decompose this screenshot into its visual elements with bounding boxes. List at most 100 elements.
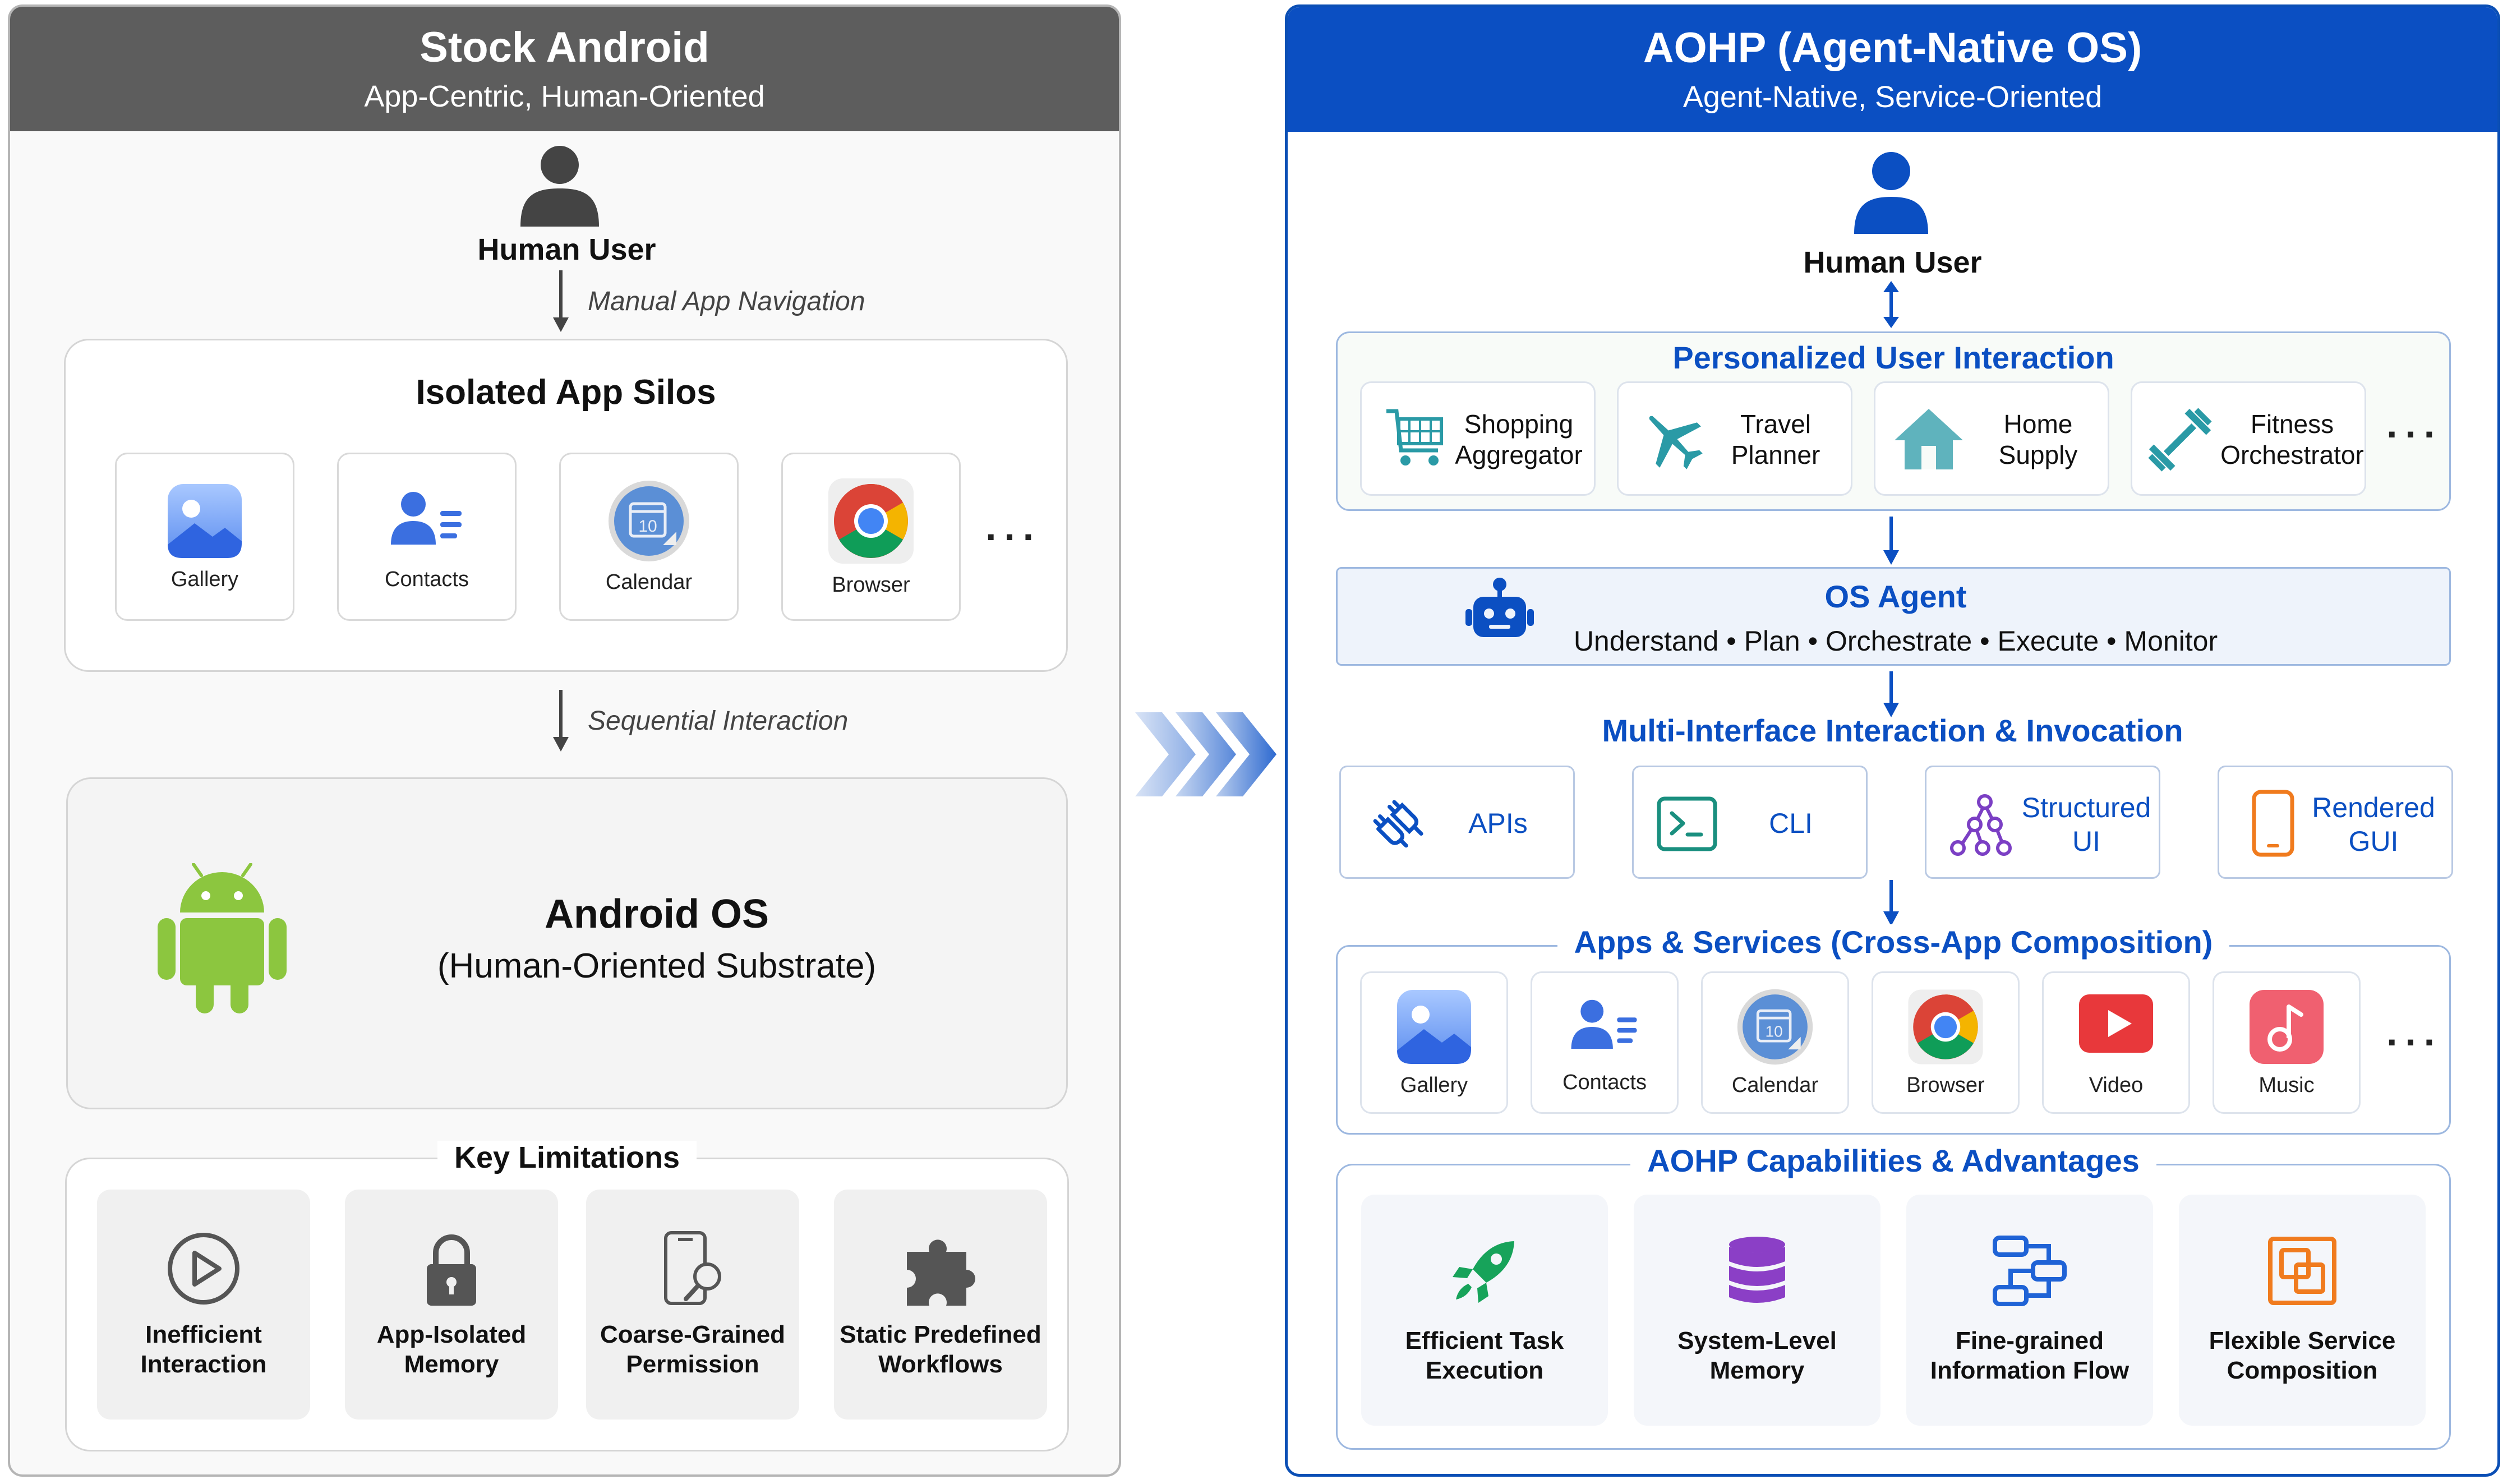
composition-icon xyxy=(2268,1237,2336,1306)
plug-icon xyxy=(1373,800,1423,848)
app-tile-browser[interactable]: Browser xyxy=(781,453,961,621)
app-label: Browser xyxy=(832,573,910,597)
interface-label-line1: Rendered xyxy=(2312,792,2435,823)
app-tile-browser[interactable]: Browser xyxy=(1872,971,2020,1114)
capability-label: Efficient Task Execution xyxy=(1405,1326,1564,1386)
capability-label: Flexible Service Composition xyxy=(2209,1326,2396,1386)
capability-label-line2: Composition xyxy=(2227,1357,2378,1384)
limitation-label: Inefficient Interaction xyxy=(141,1320,267,1380)
puzzle-icon xyxy=(907,1239,975,1306)
limitation-label-line2: Memory xyxy=(404,1351,499,1378)
phone-icon xyxy=(2252,790,2294,857)
service-label-line2: Aggregator xyxy=(1455,440,1583,470)
app-tile-gallery[interactable]: Gallery xyxy=(115,453,294,621)
multi-interface-title: Multi-Interface Interaction & Invocation xyxy=(1602,713,2183,748)
apps-services-box: Apps & Services (Cross-App Composition) … xyxy=(1336,924,2451,1135)
app-tile-video[interactable]: Video xyxy=(2042,971,2190,1114)
down-arrow-icon xyxy=(1883,671,1899,717)
interface-label-line2: UI xyxy=(2072,826,2100,857)
service-label-line1: Fitness xyxy=(2250,409,2334,439)
app-label: Gallery xyxy=(170,568,239,592)
more-services-ellipsis: ··· xyxy=(2386,412,2442,456)
right-panel-title: AOHP (Agent-Native OS) xyxy=(1643,24,2142,72)
key-limitations-title: Key Limitations xyxy=(437,1141,697,1174)
service-label-line1: Shopping xyxy=(1464,409,1574,439)
limitation-label-line1: Static Predefined xyxy=(840,1321,1041,1349)
capability-label-line1: Fine-grained xyxy=(1955,1327,2104,1355)
limitation-inefficient-interaction: Inefficient Interaction xyxy=(97,1190,310,1420)
database-icon xyxy=(1729,1237,1785,1303)
app-label: Contacts xyxy=(1562,1071,1647,1095)
interface-label: CLI xyxy=(1723,806,1858,840)
dumbbell-icon xyxy=(2148,408,2212,472)
more-apps-ellipsis: ··· xyxy=(2386,1020,2442,1064)
service-label: Home Supply xyxy=(1971,409,2105,471)
interface-label: Structured UI xyxy=(2016,791,2156,858)
app-tile-calendar[interactable]: 10 Calendar xyxy=(1701,971,1849,1114)
contacts-icon xyxy=(391,492,462,545)
os-agent-title: OS Agent xyxy=(1824,579,1967,614)
service-home-supply[interactable]: Home Supply xyxy=(1874,381,2109,496)
limitation-static-predefined-workflows: Static Predefined Workflows xyxy=(834,1190,1047,1420)
capability-flexible-service-composition: Flexible Service Composition xyxy=(2179,1195,2426,1426)
music-icon xyxy=(2250,990,2324,1064)
svg-text:10: 10 xyxy=(1766,1023,1783,1040)
key-limitations-box: Key Limitations Inefficient Interaction … xyxy=(65,1141,1069,1451)
interface-apis[interactable]: APIs xyxy=(1339,766,1575,879)
app-tile-calendar[interactable]: 10 Calendar xyxy=(559,453,739,621)
human-user-icon xyxy=(520,146,599,227)
home-icon xyxy=(1895,409,1963,469)
interface-structured-ui[interactable]: Structured UI xyxy=(1925,766,2160,879)
capability-efficient-task-execution: Efficient Task Execution xyxy=(1361,1195,1608,1426)
left-panel-subtitle: App-Centric, Human-Oriented xyxy=(364,80,765,113)
app-tile-contacts[interactable]: Contacts xyxy=(337,453,517,621)
flow-icon xyxy=(1993,1236,2067,1307)
airplane-icon xyxy=(1649,416,1703,469)
limitation-label: Static Predefined Workflows xyxy=(840,1320,1041,1380)
app-label: Gallery xyxy=(1400,1073,1468,1098)
interface-cli[interactable]: CLI xyxy=(1632,766,1868,879)
calendar-icon: 10 xyxy=(1737,989,1813,1065)
left-panel-title: Stock Android xyxy=(420,24,709,71)
down-arrow-icon xyxy=(553,270,569,332)
interface-label-line1: Structured xyxy=(2021,792,2151,823)
app-tile-contacts[interactable]: Contacts xyxy=(1531,971,1679,1114)
service-label: Shopping Aggregator xyxy=(1451,409,1586,471)
app-tile-gallery[interactable]: Gallery xyxy=(1360,971,1508,1114)
service-shopping-aggregator[interactable]: Shopping Aggregator xyxy=(1360,381,1596,496)
capability-label-line2: Memory xyxy=(1709,1357,1805,1384)
terminal-icon xyxy=(1657,796,1717,851)
interface-rendered-gui[interactable]: Rendered GUI xyxy=(2218,766,2453,879)
service-fitness-orchestrator[interactable]: Fitness Orchestrator xyxy=(2131,381,2366,496)
service-label: Fitness Orchestrator xyxy=(2216,409,2368,471)
apps-services-title: Apps & Services (Cross-App Composition) xyxy=(1557,924,2230,960)
service-label-line1: Home xyxy=(2003,409,2073,439)
robot-icon xyxy=(1465,578,1534,637)
capability-fine-grained-information-flow: Fine-grained Information Flow xyxy=(1906,1195,2153,1426)
android-robot-icon xyxy=(158,863,287,1013)
gallery-icon xyxy=(168,484,242,559)
app-tile-music[interactable]: Music xyxy=(2213,971,2361,1114)
limitation-coarse-grained-permission: Coarse-Grained Permission xyxy=(586,1190,799,1420)
capabilities-title: AOHP Capabilities & Advantages xyxy=(1630,1143,2156,1178)
interface-label-line1: CLI xyxy=(1769,808,1813,839)
manual-navigation-note: Manual App Navigation xyxy=(588,287,865,316)
android-os-title: Android OS xyxy=(545,892,769,937)
app-label: Calendar xyxy=(605,570,693,594)
service-label-line1: Travel xyxy=(1740,409,1812,439)
right-human-user-label: Human User xyxy=(1803,246,1982,279)
stock-android-panel: Stock Android App-Centric, Human-Oriente… xyxy=(8,4,1121,1477)
service-travel-planner[interactable]: Travel Planner xyxy=(1617,381,1852,496)
human-user-icon xyxy=(1854,152,1928,234)
rocket-icon xyxy=(1453,1241,1514,1303)
app-label: Browser xyxy=(1906,1073,1985,1098)
isolated-app-silos-box: Isolated App Silos Gallery Contacts xyxy=(64,339,1068,672)
limitation-label-line1: Inefficient xyxy=(145,1321,262,1349)
lock-icon xyxy=(427,1234,476,1306)
pui-title: Personalized User Interaction xyxy=(1672,340,2114,375)
bidirectional-arrow-icon xyxy=(1883,281,1899,328)
phone-search-icon xyxy=(664,1231,721,1306)
limitation-label-line2: Interaction xyxy=(140,1351,267,1378)
play-circle-icon xyxy=(168,1233,239,1305)
down-arrow-icon xyxy=(553,690,569,752)
